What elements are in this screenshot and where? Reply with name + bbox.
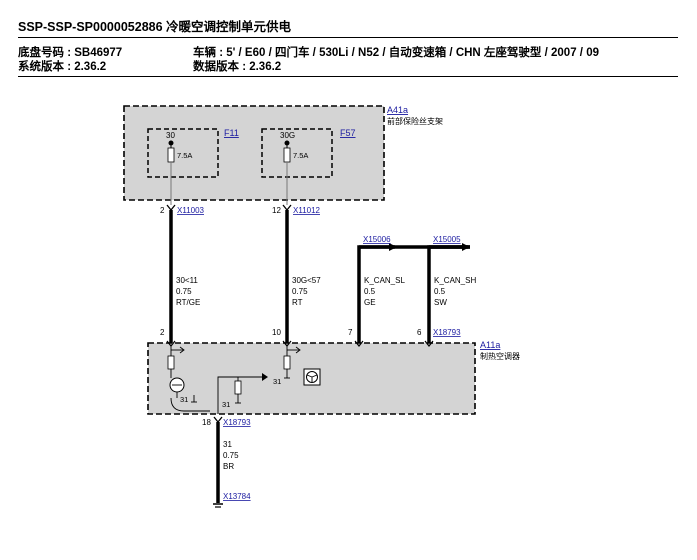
ground-x13784-link[interactable]: X13784 [223, 492, 251, 501]
internal-circuit-pin10 [283, 346, 301, 379]
connector-x11012-link[interactable]: X11012 [293, 206, 321, 215]
system-version: 系统版本 : 2.36.2 [18, 61, 107, 73]
page-title: SSP-SSP-SP0000052886 冷暖空调控制单元供电 [18, 20, 292, 34]
internal-circuit-pin18 [217, 373, 268, 414]
fuse-f11-housing [147, 128, 219, 178]
wire-3-gauge: 0.5 [364, 287, 376, 296]
fuse-f11-terminal: 30 [166, 131, 175, 140]
fuse-box-desc: 前部保险丝支架 [387, 116, 443, 126]
fuse-f57-link[interactable]: F57 [340, 128, 356, 138]
wire-5-signal: 31 [223, 440, 232, 449]
fuse-f11-symbol [167, 147, 175, 163]
wire-4-signal: K_CAN_SH [434, 276, 476, 285]
wire-4-gauge: 0.5 [434, 287, 446, 296]
connector-x11012-symbol [282, 204, 292, 212]
chassis-number: 底盘号码 : SB46977 [18, 47, 123, 59]
internal-circuit-pin2 [167, 346, 210, 412]
fuse-box-id-link[interactable]: A41a [387, 105, 408, 115]
fuse-f11-rating: 7.5A [177, 151, 192, 160]
wire-1-signal: 30<11 [176, 276, 198, 285]
pin-2: 2 [160, 328, 165, 337]
header-divider-bottom [18, 76, 678, 77]
steering-wheel-icon [303, 368, 321, 386]
fuse-f57-housing [261, 128, 333, 178]
fuse-f57-terminal: 30G [280, 131, 295, 140]
wire-4-color: SW [434, 298, 447, 307]
controller-desc: 制热空调器 [480, 351, 520, 361]
header-divider [18, 37, 678, 38]
data-version: 数据版本 : 2.36.2 [193, 61, 282, 73]
connector-x11012-pin: 12 [272, 206, 281, 215]
wire-2-signal: 30G<57 [292, 276, 321, 285]
connector-x18793-top-link[interactable]: X18793 [433, 328, 461, 337]
wire-3-signal: K_CAN_SL [364, 276, 405, 285]
connector-x11003-pin: 2 [160, 206, 165, 215]
wire-5-color: BR [223, 462, 234, 471]
ground-label-2: 31 [222, 400, 230, 409]
fuse-f57-symbol [283, 147, 291, 163]
fuse-box-a41a [123, 105, 385, 201]
connector-x18793-bottom-symbol [213, 416, 223, 424]
wire-5-gauge: 0.75 [223, 451, 239, 460]
connector-x18793-bottom-link[interactable]: X18793 [223, 418, 251, 427]
ground-label-3: 31 [273, 377, 281, 386]
connector-x15006-link[interactable]: X15006 [363, 235, 391, 244]
pin-7: 7 [348, 328, 353, 337]
wire-1-color: RT/GE [176, 298, 200, 307]
wire-1-gauge: 0.75 [176, 287, 192, 296]
ground-label-1: 31 [180, 395, 188, 404]
pin-6: 6 [417, 328, 422, 337]
wire-2-gauge: 0.75 [292, 287, 308, 296]
wire-2-color: RT [292, 298, 303, 307]
connector-x11003-symbol [166, 204, 176, 212]
connector-x15005-link[interactable]: X15005 [433, 235, 461, 244]
fuse-f57-rating: 7.5A [293, 151, 308, 160]
pin-10: 10 [272, 328, 281, 337]
fuse-f11-link[interactable]: F11 [224, 128, 239, 138]
connector-x18793-bottom-pin: 18 [202, 418, 211, 427]
wire-3-color: GE [364, 298, 376, 307]
connector-x11003-link[interactable]: X11003 [177, 206, 205, 215]
controller-id-link[interactable]: A11a [480, 340, 500, 350]
vehicle-info: 车辆 : 5' / E60 / 四门车 / 530Li / N52 / 自动变速… [193, 47, 599, 59]
